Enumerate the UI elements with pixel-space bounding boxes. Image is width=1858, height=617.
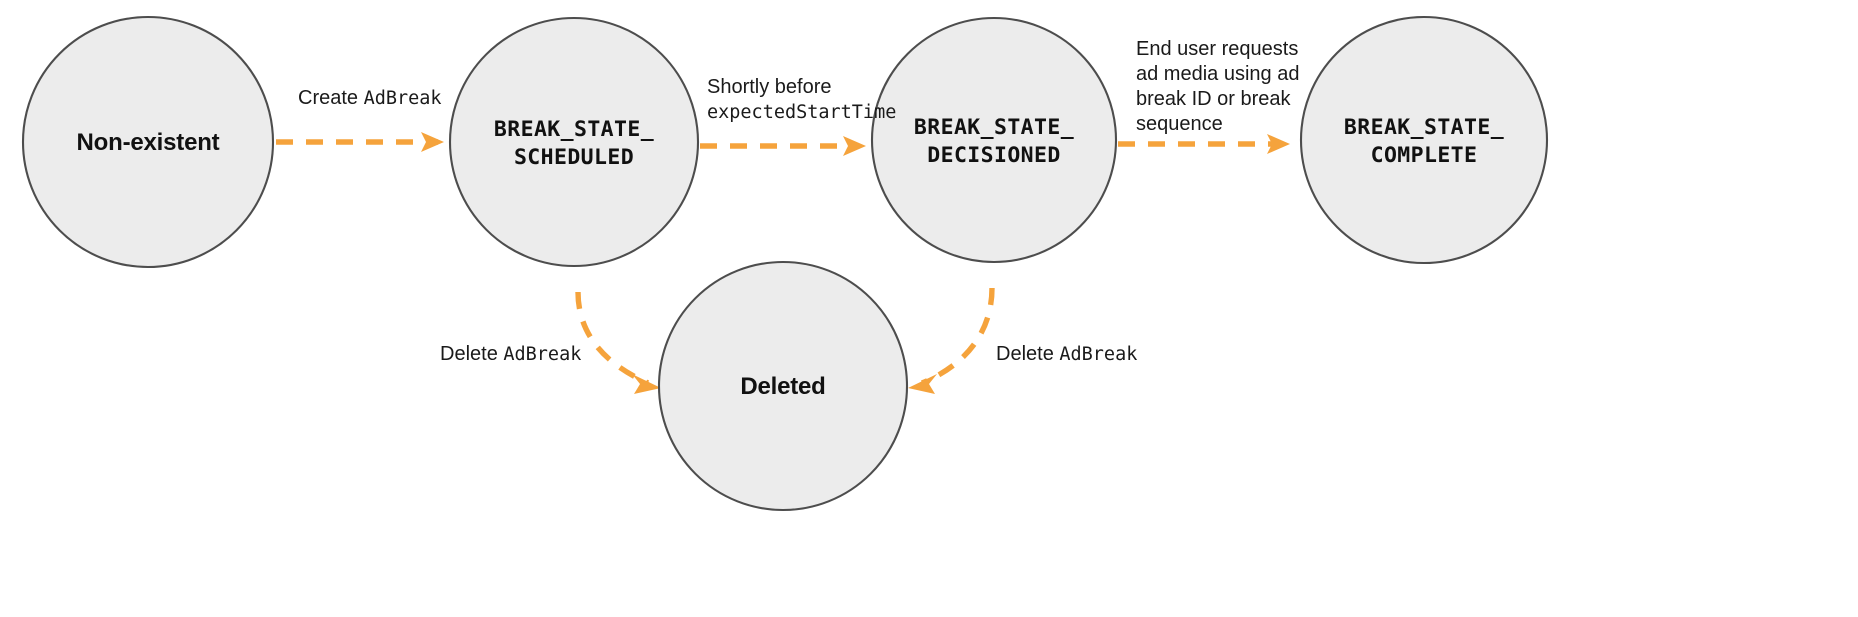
edge-end-user-requests-ad-media[interactable] [1118, 134, 1290, 154]
node-non-existent[interactable]: Non-existent [21, 15, 275, 269]
node-label-break-state-complete-line1: BREAK_STATE_ [1344, 115, 1504, 140]
edge-delete-adbreak-from-scheduled[interactable] [575, 291, 661, 394]
node-label-non-existent: Non-existent [77, 129, 220, 156]
node-circle-break-state-scheduled [448, 16, 700, 268]
node-label-break-state-decisioned-line1: BREAK_STATE_ [914, 115, 1074, 140]
node-circle-non-existent [21, 15, 275, 269]
arrowhead-shortly-before [843, 136, 866, 156]
node-circle-deleted [657, 260, 909, 512]
node-label-break-state-scheduled-line2: SCHEDULED [514, 145, 634, 170]
edge-create-adbreak[interactable] [276, 132, 444, 152]
node-break-state-decisioned[interactable]: BREAK_STATE_ DECISIONED [870, 16, 1118, 264]
edge-path-delete-from-scheduled [575, 291, 650, 386]
node-break-state-scheduled[interactable]: BREAK_STATE_ SCHEDULED [448, 16, 700, 268]
arrowhead-delete-from-decisioned [908, 374, 937, 394]
edge-label-delete-adbreak-from-scheduled: Delete AdBreak [440, 343, 581, 365]
node-label-break-state-complete-line2: COMPLETE [1371, 143, 1478, 168]
edge-path-delete-from-decisioned [920, 287, 995, 386]
node-circle-break-state-decisioned [870, 16, 1118, 264]
edge-label-delete-adbreak-from-decisioned: Delete AdBreak [996, 343, 1137, 365]
edge-shortly-before-expectedstarttime[interactable] [700, 136, 866, 156]
edge-delete-adbreak-from-decisioned[interactable] [908, 287, 995, 394]
edge-label-create-adbreak: Create AdBreak [298, 87, 442, 109]
node-break-state-complete[interactable]: BREAK_STATE_ COMPLETE [1299, 15, 1549, 265]
node-label-deleted: Deleted [740, 373, 825, 400]
node-deleted[interactable]: Deleted [657, 260, 909, 512]
node-label-break-state-decisioned-line2: DECISIONED [927, 143, 1060, 168]
arrowhead-delete-from-scheduled [632, 374, 661, 394]
arrowhead-create-adbreak [421, 132, 444, 152]
node-circle-break-state-complete [1299, 15, 1549, 265]
node-label-break-state-scheduled-line1: BREAK_STATE_ [494, 117, 654, 142]
arrowhead-end-user-requests [1267, 134, 1290, 154]
